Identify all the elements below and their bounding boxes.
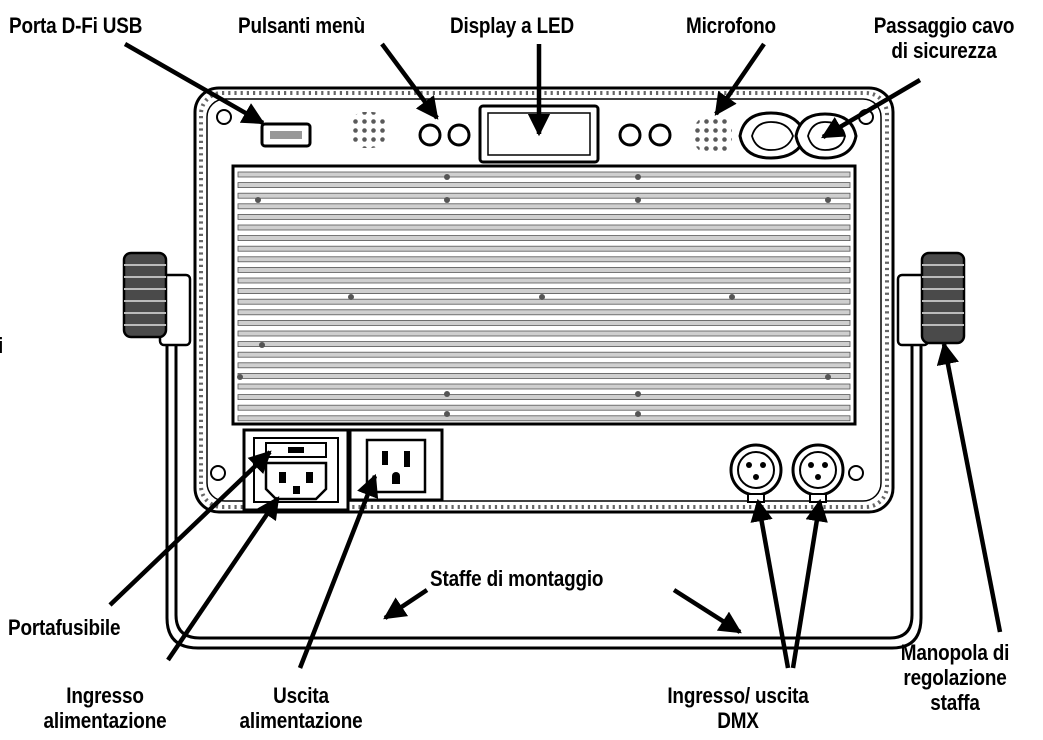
heat-sink-fin [237, 330, 851, 337]
label-fuse-holder: Portafusibile [8, 615, 121, 640]
heat-sink-fin [237, 415, 851, 422]
arrow-fuse-holder [108, 450, 272, 607]
mounting-bracket [165, 345, 923, 650]
heat-sink-fin [237, 372, 851, 379]
power-inlet-fuse-icon [242, 428, 350, 512]
heat-sink-fin [237, 288, 851, 295]
label-led-display: Display a LED [450, 13, 574, 38]
arrow-bracket-knob [936, 341, 1003, 633]
heat-sink-fin [237, 298, 851, 305]
label-power-inlet: Ingresso alimentazione [43, 683, 167, 733]
label-power-outlet: Uscita alimentazione [239, 683, 363, 733]
heat-sink-fin [237, 171, 851, 178]
bracket-knob-right-icon [920, 251, 966, 345]
heat-sink-fin [237, 256, 851, 263]
heat-sink-fin [237, 192, 851, 199]
heat-sink [231, 164, 857, 426]
dmx-out-connector-icon [791, 443, 845, 503]
heat-sink-fin [237, 319, 851, 326]
arrow-power-inlet [166, 496, 280, 662]
usb-port-icon [260, 122, 312, 148]
heat-sink-fin [237, 235, 851, 242]
label-bracket-knob: Manopola di regolazione staffa [900, 640, 1010, 715]
label-edge-fragment: i [0, 333, 3, 358]
arrow-power-outlet [297, 473, 379, 669]
heat-sink-fin [237, 266, 851, 273]
arrow-dmx-in [750, 498, 791, 669]
heat-sink-fin [237, 182, 851, 189]
menu-buttons-right-icon [618, 123, 672, 147]
label-safety-cable: Passaggio cavo di sicurezza [873, 13, 1015, 63]
heat-sink-fin [237, 224, 851, 231]
dmx-in-connector-icon [729, 443, 783, 503]
heat-sink-fin [237, 309, 851, 316]
heat-sink-fin [237, 213, 851, 220]
heat-sink-fin [237, 245, 851, 252]
label-menu-buttons: Pulsanti menù [238, 13, 366, 38]
label-mounting-brackets: Staffe di montaggio [430, 566, 604, 591]
speaker-grille-left-icon [350, 112, 386, 148]
label-dmx: Ingresso/ uscita DMX [667, 683, 809, 733]
safety-cable-passage-icon [738, 111, 858, 160]
power-outlet-icon [348, 428, 444, 502]
arrow-menu-buttons [380, 42, 439, 120]
microphone-grille-icon [694, 116, 732, 154]
heat-sink-fin [237, 394, 851, 401]
menu-buttons-left-icon [418, 123, 471, 147]
callout-arrows [108, 42, 1003, 669]
heat-sink-fin [237, 341, 851, 348]
arrow-safety-cable [821, 78, 922, 139]
heat-sink-fin [237, 362, 851, 369]
arrow-dmx-out [790, 498, 828, 669]
arrow-bracket-right [672, 588, 742, 634]
label-microphone: Microfono [686, 13, 776, 38]
heat-sink-screws [237, 174, 831, 417]
arrow-bracket-left [383, 588, 429, 620]
heat-sink-fin [237, 404, 851, 411]
heat-sink-fin [237, 351, 851, 358]
arrow-usb-port [123, 42, 265, 125]
heat-sink-fin [237, 203, 851, 210]
bracket-knob-left-icon [122, 251, 168, 339]
heat-sink-fin [237, 383, 851, 390]
heat-sink-fins [237, 171, 851, 422]
heat-sink-fin [237, 277, 851, 284]
arrow-microphone [714, 42, 766, 116]
label-usb-port: Porta D-Fi USB [9, 13, 143, 38]
